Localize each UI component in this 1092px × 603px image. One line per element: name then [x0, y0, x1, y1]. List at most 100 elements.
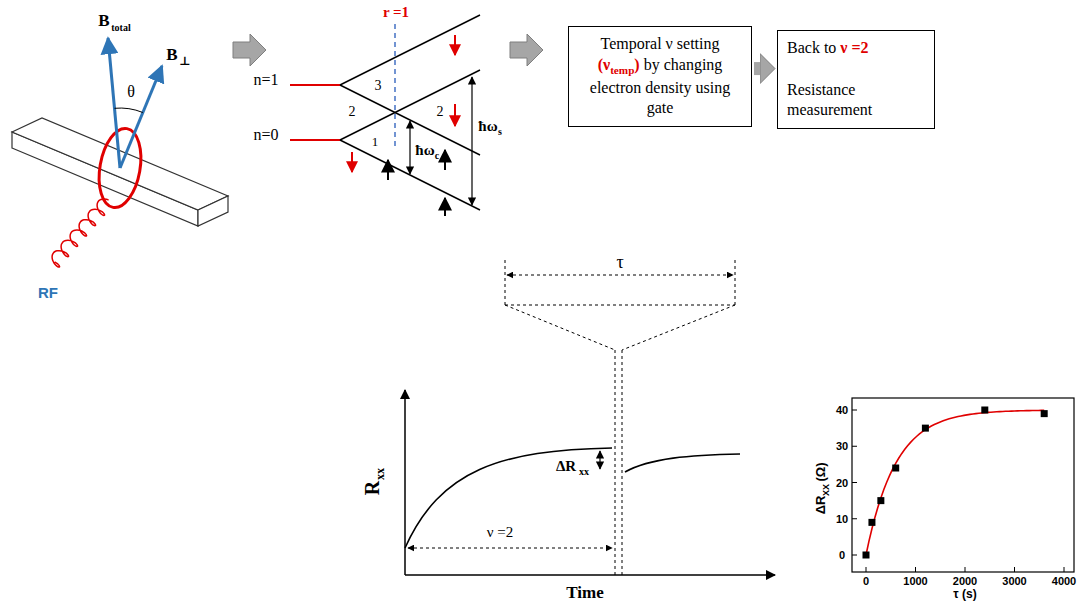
path-shape: [52, 199, 109, 267]
path-shape: [866, 410, 1044, 555]
line-shape: [915, 567, 916, 572]
process-box: Back to ν =2Resistance measurement: [777, 30, 935, 129]
line-shape: [852, 482, 857, 483]
tick-label: 30: [836, 441, 848, 452]
diagram-label: τ (s): [953, 588, 976, 600]
line-shape: [351, 152, 353, 172]
process-box: Temporal ν setting (νtemp) by changing e…: [568, 26, 752, 127]
line-shape: [505, 305, 615, 350]
diagram-label: 2: [437, 105, 444, 119]
box-text: Back to: [787, 39, 836, 56]
diagram-label: c: [435, 151, 439, 161]
rect-shape: [852, 398, 1074, 572]
diagram-label: 3: [375, 79, 382, 93]
diagram-label: τ: [616, 253, 623, 271]
data-point: [1041, 410, 1048, 417]
line-shape: [505, 305, 735, 306]
diagram-label: θ: [127, 84, 135, 100]
box-text: ): [634, 56, 639, 73]
diagram-label: xx: [374, 468, 386, 480]
diagram-label: ħω: [478, 119, 497, 134]
line-shape: [852, 555, 857, 556]
line-shape: [444, 198, 446, 216]
tau-bracket: [505, 260, 735, 575]
tick-label: 10: [836, 513, 848, 524]
data-point: [892, 465, 899, 472]
line-shape: [340, 15, 480, 85]
tick-label: 40: [836, 405, 848, 416]
line-shape: [866, 567, 867, 572]
diagram-label: n=0: [253, 127, 278, 143]
b-perp-arrow: [120, 66, 162, 168]
diagram-label: 1: [372, 135, 379, 148]
diagram-label: XX: [822, 484, 831, 496]
line-shape: [387, 160, 389, 180]
b-total-arrow: [108, 38, 120, 168]
diagram-label: B: [166, 46, 177, 63]
data-point: [868, 519, 875, 526]
rf-wire: [52, 199, 109, 267]
line-shape: [444, 150, 446, 170]
diagram-label: ΔR: [814, 496, 827, 515]
data-point: [922, 425, 929, 432]
line-shape: [615, 350, 616, 575]
tick-label: 0: [839, 550, 845, 561]
data-point: [877, 497, 884, 504]
line-shape: [622, 305, 735, 350]
tick-label: 2000: [953, 576, 977, 587]
theta-arc: [115, 108, 143, 112]
box-text: Temporal ν setting: [601, 35, 720, 52]
tick-label: 4000: [1052, 576, 1076, 587]
line-shape: [454, 35, 456, 55]
block-arrow: [510, 34, 543, 66]
diagram-label: ν =2: [487, 525, 514, 540]
diagram-label: total: [111, 23, 130, 33]
tick-label: 0: [863, 576, 869, 587]
rxx-plot: [405, 390, 775, 575]
path-shape: [405, 448, 612, 548]
line-shape: [852, 518, 857, 519]
tick-label: 1000: [903, 576, 927, 587]
diagram-label: ΔR: [556, 459, 576, 474]
polygon-shape: [198, 196, 228, 226]
line-shape: [852, 446, 857, 447]
box-text: (ν: [598, 56, 610, 73]
line-shape: [852, 410, 857, 411]
line-shape: [505, 260, 506, 305]
path-shape: [625, 454, 740, 472]
diagram-label: ħω: [415, 143, 434, 158]
line-shape: [507, 275, 733, 276]
box-text: Resistance measurement: [787, 80, 925, 122]
line-shape: [1014, 567, 1015, 572]
data-point: [863, 552, 870, 559]
diagram-label: xx: [579, 467, 589, 477]
block-arrow: [233, 34, 266, 66]
line-shape: [471, 77, 472, 205]
line-shape: [622, 350, 623, 575]
line-shape: [599, 451, 600, 469]
line-shape: [735, 260, 736, 305]
line-shape: [409, 121, 410, 174]
line-shape: [290, 139, 340, 141]
tick-label: 3000: [1002, 576, 1026, 587]
diagram-label: Time: [566, 584, 603, 601]
diagram-label: RF: [38, 285, 58, 300]
line-shape: [1064, 567, 1065, 572]
line-shape: [408, 548, 612, 549]
block-arrow-connector: [754, 62, 760, 75]
tick-label: 20: [836, 477, 848, 488]
diagram-label: r =1: [383, 5, 409, 20]
delta-r-chart: [852, 398, 1074, 572]
diagram-label: (Ω): [814, 462, 827, 481]
line-shape: [965, 567, 966, 572]
diagram-label: s: [498, 127, 502, 137]
data-point: [981, 407, 988, 414]
diagram-label: ⊥: [179, 55, 191, 67]
diagram-label: R: [362, 481, 382, 495]
line-shape: [394, 24, 396, 150]
sample-bar: [12, 118, 228, 226]
diagram-label: 2: [349, 105, 356, 119]
